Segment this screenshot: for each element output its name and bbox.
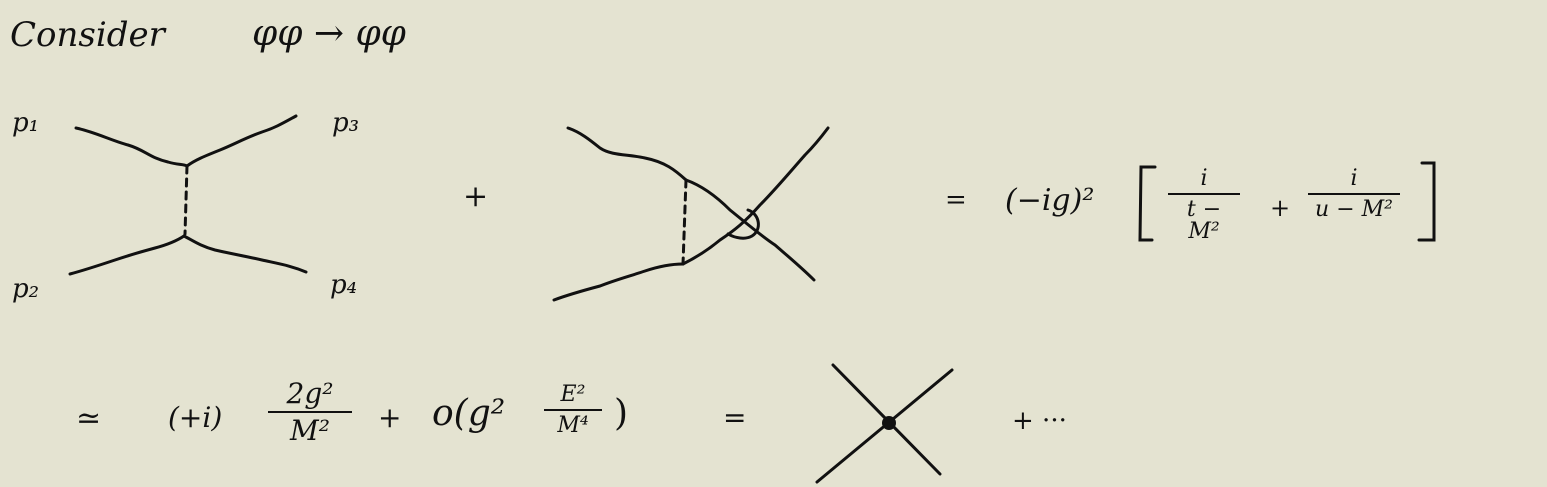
label-p4: p₄: [330, 270, 358, 300]
fraction-e-numerator: E²: [560, 382, 586, 407]
order-close: ): [614, 393, 629, 434]
right-bracket: [1417, 161, 1436, 242]
fraction-2g-bar: [268, 411, 352, 413]
fraction-t-denominator: t − M²: [1186, 197, 1222, 244]
label-p2: p₂: [12, 274, 40, 304]
equals-sign-1: =: [945, 185, 967, 215]
plus-sign-inner: +: [1270, 194, 1291, 222]
process-label: φφ → φφ: [252, 13, 406, 54]
label-p3: p₃: [332, 108, 360, 138]
u-diagram-loop: [726, 208, 760, 240]
fraction-2g-denominator: M²: [290, 414, 330, 447]
coupling-factor: (−ig)²: [1005, 183, 1095, 218]
fraction-t-channel: i t − M²: [1168, 168, 1240, 243]
t-diagram-line-p2: [68, 234, 186, 276]
order-open: o(g²: [432, 393, 506, 434]
plus-sign-1: +: [463, 179, 489, 214]
u-diagram-propagator: [681, 178, 688, 266]
fraction-2g-over-m: 2g² M²: [268, 380, 352, 445]
fraction-u-channel: i u − M²: [1308, 168, 1400, 221]
contact-vertex-dot: [882, 416, 896, 430]
factor-plus-i: (+i): [168, 401, 223, 434]
t-diagram-line-p3: [185, 114, 298, 168]
trailing-terms: + ···: [1012, 406, 1067, 436]
u-diagram-line-upper: [566, 126, 688, 182]
fraction-e-denominator: M⁴: [557, 413, 589, 438]
left-bracket: [1138, 165, 1157, 242]
fraction-2g-numerator: 2g²: [286, 377, 334, 410]
label-p1: p₁: [12, 108, 40, 138]
t-diagram-line-p4: [182, 234, 308, 274]
fraction-t-numerator: i: [1200, 166, 1208, 191]
heading-consider: Consider: [10, 15, 165, 55]
fraction-u-numerator: i: [1350, 166, 1358, 191]
fraction-t-bar: [1168, 193, 1240, 195]
fraction-u-bar: [1308, 193, 1400, 195]
fraction-e-bar: [544, 409, 602, 411]
u-diagram-cross-b: [681, 126, 830, 266]
u-diagram-cross-a: [684, 178, 816, 282]
fraction-u-denominator: u − M²: [1315, 197, 1393, 222]
approx-sign: ≃: [76, 401, 102, 436]
t-diagram-propagator: [183, 164, 189, 236]
t-diagram-line-p1: [74, 126, 189, 168]
u-diagram-line-lower: [552, 262, 685, 302]
fraction-e-over-m4: E² M⁴: [544, 384, 602, 437]
equals-sign-2: =: [723, 401, 747, 434]
plus-sign-2: +: [378, 401, 402, 434]
